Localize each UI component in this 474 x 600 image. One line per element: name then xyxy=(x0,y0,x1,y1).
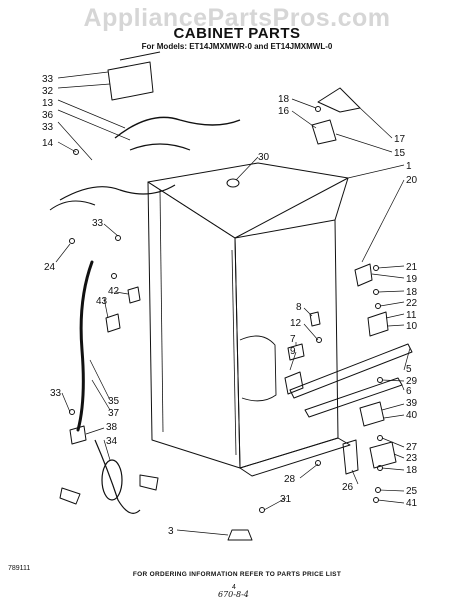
callout-33: 33 xyxy=(42,122,54,133)
watermark: AppliancePartsPros.com xyxy=(83,4,391,32)
wiring-harness xyxy=(114,116,241,139)
bracket-26 xyxy=(342,439,359,475)
hinge-19 xyxy=(354,263,373,287)
callout-20: 20 xyxy=(406,175,418,186)
callout-18: 18 xyxy=(278,94,290,105)
callout-3: 3 xyxy=(168,526,174,537)
callout-13: 13 xyxy=(42,98,54,109)
callout-9: 9 xyxy=(290,346,296,357)
cabinet-front-face xyxy=(234,219,339,469)
callout-5: 5 xyxy=(406,364,412,375)
page-number: 4 xyxy=(232,584,236,591)
handwritten-code: 670-8-4 xyxy=(218,590,249,599)
callout-39: 39 xyxy=(406,398,418,409)
grille-9 xyxy=(284,371,304,395)
hinge-cover xyxy=(317,87,361,113)
callout-41: 41 xyxy=(406,498,418,509)
callout-28: 28 xyxy=(284,474,296,485)
hinge-10 xyxy=(367,311,389,337)
callout-27: 27 xyxy=(406,442,418,453)
callout-6: 6 xyxy=(406,386,412,397)
callout-35: 35 xyxy=(108,396,120,407)
callout-31: 31 xyxy=(280,494,292,505)
callout-15: 15 xyxy=(394,148,406,159)
cabinet-top xyxy=(147,162,349,239)
power-cord xyxy=(94,439,141,514)
callout-10: 10 xyxy=(406,321,418,332)
callout-38: 38 xyxy=(106,422,118,433)
callout-36: 36 xyxy=(42,110,54,121)
grommet xyxy=(226,178,240,188)
callout-17: 17 xyxy=(394,134,406,145)
bracket-32 xyxy=(107,61,154,101)
callout-18: 18 xyxy=(406,465,418,476)
top-hinge xyxy=(311,119,337,145)
callout-33: 33 xyxy=(50,388,62,399)
ordering-note: FOR ORDERING INFORMATION REFER TO PARTS … xyxy=(132,571,342,578)
callout-43: 43 xyxy=(96,296,108,307)
callout-33: 33 xyxy=(92,218,104,229)
liner-recess xyxy=(239,335,277,402)
callout-26: 26 xyxy=(342,482,354,493)
bracket-39 xyxy=(359,401,385,427)
callout-11: 11 xyxy=(406,310,417,321)
model-subtitle: For Models: ET14JMXMWR-0 and ET14JMXMWL-… xyxy=(141,42,333,51)
callout-29: 29 xyxy=(406,376,418,387)
bracket-23 xyxy=(369,441,397,469)
clip-8 xyxy=(309,311,321,327)
callout-14: 14 xyxy=(42,138,54,149)
callout-8: 8 xyxy=(296,302,302,313)
defrost-tube xyxy=(76,260,94,432)
cord-coil xyxy=(101,459,123,501)
callout-19: 19 xyxy=(406,274,418,285)
callout-25: 25 xyxy=(406,486,418,497)
callout-32: 32 xyxy=(42,86,54,97)
callout-21: 21 xyxy=(406,262,418,273)
callout-16: 16 xyxy=(278,106,290,117)
lower-rail xyxy=(304,377,403,418)
callout-22: 22 xyxy=(406,298,418,309)
callout-7: 7 xyxy=(290,334,296,345)
callout-40: 40 xyxy=(406,410,418,421)
callout-30: 30 xyxy=(258,152,270,163)
page-title: CABINET PARTS xyxy=(173,25,301,42)
callout-12: 12 xyxy=(290,318,302,329)
callout-37: 37 xyxy=(108,408,120,419)
callout-23: 23 xyxy=(406,453,418,464)
callout-18: 18 xyxy=(406,287,418,298)
callout-34: 34 xyxy=(106,436,118,447)
clip-7 xyxy=(287,343,305,361)
callout-1: 1 xyxy=(406,161,412,172)
callout-33: 33 xyxy=(42,74,54,85)
document-code: 789111 xyxy=(8,565,31,572)
part-38 xyxy=(69,425,87,445)
callout-24: 24 xyxy=(44,262,56,273)
callout-42: 42 xyxy=(108,286,120,297)
front-rail xyxy=(289,343,413,399)
part-42 xyxy=(127,286,141,304)
bottom-rail xyxy=(239,437,351,477)
leveling-leg xyxy=(227,529,253,541)
